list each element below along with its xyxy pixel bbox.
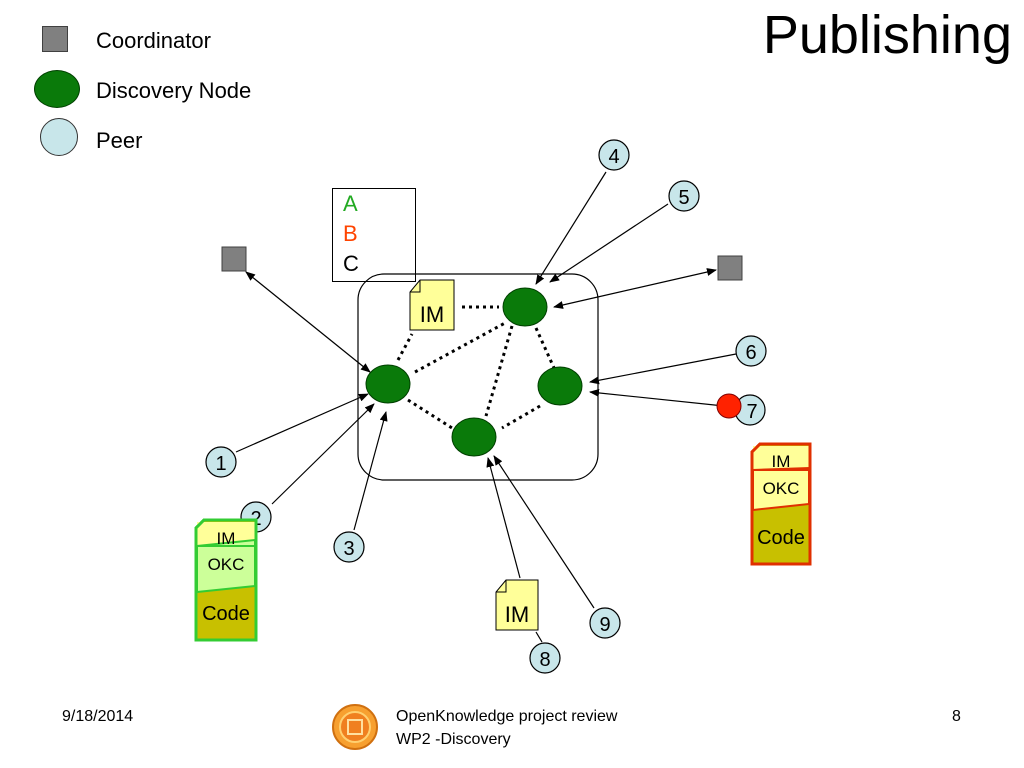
package-green-im: IM <box>217 529 236 548</box>
coordinator-right <box>717 255 743 281</box>
package-red-okc: OKC <box>763 479 800 498</box>
peers <box>205 139 767 674</box>
peer-label-1: 1 <box>215 453 226 475</box>
discovery-node-4 <box>451 417 497 457</box>
arrow-peer4-dn2 <box>535 171 607 285</box>
page-number: 8 <box>952 708 961 725</box>
discovery-node-1 <box>365 364 411 404</box>
im-doc-network: IM <box>409 279 455 331</box>
link-dn1-dn4 <box>407 398 453 430</box>
peer-label-5: 5 <box>678 187 689 209</box>
package-green: IM OKC Code <box>194 518 258 642</box>
link-dn1-im <box>396 333 414 361</box>
peer-legend-icon <box>40 118 78 156</box>
legend-coordinator-label: Coordinator <box>96 28 211 53</box>
abc-b: B <box>343 221 358 246</box>
abc-a: A <box>343 191 358 216</box>
arrow-peer6-dn3 <box>589 353 737 385</box>
peer-labels: 1 2 3 4 5 6 7 8 9 <box>215 146 757 671</box>
network-links <box>396 305 556 430</box>
arrows <box>235 171 737 643</box>
link-dn2-dn3 <box>534 327 556 369</box>
peer-label-4: 4 <box>608 146 619 168</box>
package-red: IM OKC Code <box>750 442 812 566</box>
peer-label-9: 9 <box>599 614 610 636</box>
footer-date: 9/18/2014 <box>62 708 134 725</box>
footer-line-1: OpenKnowledge project review <box>396 708 618 725</box>
discovery-node-legend-icon <box>34 70 80 108</box>
arrow-peer3-dn1 <box>353 411 388 531</box>
line-im8-peer8 <box>535 631 543 643</box>
package-red-im: IM <box>772 452 791 471</box>
arrow-coord1-dn1 <box>245 271 371 373</box>
arrow-peer9-dn4 <box>493 455 595 609</box>
abc-box: A B C <box>332 188 416 282</box>
footer-line-2: WP2 -Discovery <box>396 731 511 748</box>
coordinator-legend-icon <box>42 26 68 52</box>
arrow-peer1-dn1 <box>235 393 369 453</box>
arrow-peer5-dn2 <box>549 203 669 283</box>
im-doc-8: IM <box>495 579 539 631</box>
package-green-code: Code <box>202 603 250 625</box>
openknowledge-logo-icon <box>332 704 378 750</box>
coordinator-left <box>221 246 247 272</box>
peer-label-3: 3 <box>343 538 354 560</box>
arrow-peer7-dn3 <box>589 388 725 407</box>
discovery-node-3 <box>537 366 583 406</box>
discovery-node-2 <box>502 287 548 327</box>
peer-label-8: 8 <box>539 649 550 671</box>
package-green-okc: OKC <box>208 555 245 574</box>
peer-1 <box>205 446 237 478</box>
peer-6 <box>735 335 767 367</box>
arrow-im8-dn4 <box>486 457 521 579</box>
arrow-dn2-coord2 <box>553 268 717 309</box>
package-red-code: Code <box>757 527 805 549</box>
arrow-peer2-dn1 <box>271 403 375 505</box>
peer-8 <box>529 642 561 674</box>
peer-5 <box>668 180 700 212</box>
slide-title: Publishing <box>762 5 1012 65</box>
im-doc-8-label: IM <box>505 602 529 627</box>
red-peer <box>716 393 742 419</box>
peer-label-6: 6 <box>745 342 756 364</box>
link-dn3-dn4 <box>501 404 541 430</box>
im-doc-network-label: IM <box>420 302 444 327</box>
peer-label-7: 7 <box>746 401 757 423</box>
abc-c: C <box>343 251 359 276</box>
link-dn2-dn4 <box>484 325 514 417</box>
peer-3 <box>333 531 365 563</box>
discovery-nodes <box>365 287 583 457</box>
legend-discovery-node-label: Discovery Node <box>96 78 252 103</box>
legend-peer-label: Peer <box>96 128 143 153</box>
peer-9 <box>589 607 621 639</box>
peer-4 <box>598 139 630 171</box>
link-dn1-dn2 <box>414 321 506 374</box>
